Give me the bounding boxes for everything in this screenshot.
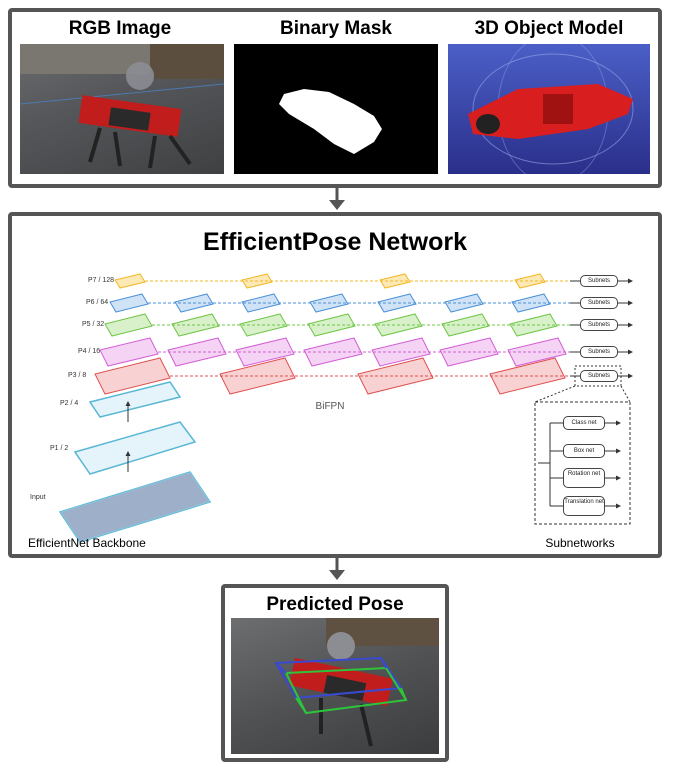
level-label-p7: P7 / 128 bbox=[88, 277, 115, 284]
subnetworks-label: Subnetworks bbox=[545, 536, 615, 550]
bifpn-label: BiFPN bbox=[315, 401, 345, 412]
input-label: Input bbox=[30, 494, 46, 501]
robot-shape bbox=[78, 95, 192, 169]
network-title: EfficientPose Network bbox=[203, 228, 467, 256]
efficientpose-diagram bbox=[58, 273, 633, 543]
level-label-p1: P1 / 2 bbox=[50, 445, 69, 452]
level-label-p6: P6 / 64 bbox=[86, 299, 109, 306]
level-label-p4: P4 / 16 bbox=[78, 348, 101, 355]
translation-net-box: Translation net bbox=[563, 496, 605, 516]
rotation-net-box: Rotation net bbox=[563, 468, 605, 488]
subnets-outputs bbox=[534, 278, 633, 525]
subnets-box-p4: Subnets bbox=[580, 346, 618, 358]
arrow-down-2 bbox=[329, 558, 345, 580]
backbone-layers bbox=[58, 366, 212, 543]
arrow-down-1 bbox=[329, 188, 345, 210]
subnets-box-p5: Subnets bbox=[580, 319, 618, 331]
subnets-box-p7: Subnets bbox=[580, 275, 618, 287]
backbone-label: EfficientNet Backbone bbox=[28, 536, 146, 550]
predicted-pose-image bbox=[231, 618, 439, 754]
level-label-p3: P3 / 8 bbox=[68, 372, 87, 379]
level-label-p5: P5 / 32 bbox=[82, 321, 105, 328]
binary-mask-image bbox=[234, 44, 438, 174]
binary-mask-title: Binary Mask bbox=[280, 18, 392, 39]
3d-model-title: 3D Object Model bbox=[474, 18, 624, 39]
rgb-image bbox=[20, 44, 224, 174]
level-label-p2: P2 / 4 bbox=[60, 400, 79, 407]
class-net-box: Class net bbox=[563, 416, 605, 430]
3d-object-model-image bbox=[448, 44, 650, 174]
predicted-pose-title: Predicted Pose bbox=[266, 594, 404, 615]
box-net-box: Box net bbox=[563, 444, 605, 458]
subnets-box-p3: Subnets bbox=[580, 370, 618, 382]
bifpn-grid bbox=[94, 273, 570, 395]
subnets-box-p6: Subnets bbox=[580, 297, 618, 309]
rgb-image-title: RGB Image bbox=[68, 18, 172, 39]
